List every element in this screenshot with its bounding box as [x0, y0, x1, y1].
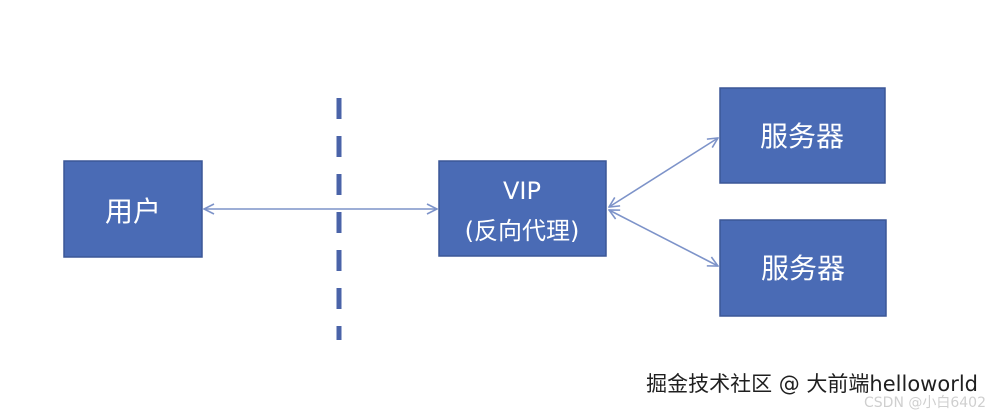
user-node: 用户: [63, 160, 203, 258]
server-node-top: 服务器: [719, 87, 886, 184]
user-node-label: 用户: [105, 195, 161, 228]
proxy-server-top-connector: [609, 138, 718, 207]
server-node-bottom: 服务器: [719, 219, 887, 317]
watermark-text: 掘金技术社区 @ 大前端helloworld: [646, 372, 978, 396]
watermark-subtext: CSDN @小白6402: [864, 395, 986, 411]
proxy-node-label-vip: VIP: [503, 177, 541, 205]
proxy-node: VIP (反向代理): [438, 160, 607, 257]
proxy-server-bottom-connector: [609, 210, 718, 266]
proxy-node-label-role: (反向代理): [465, 217, 580, 245]
server-node-bottom-label: 服务器: [761, 252, 845, 285]
server-node-top-label: 服务器: [760, 120, 844, 153]
